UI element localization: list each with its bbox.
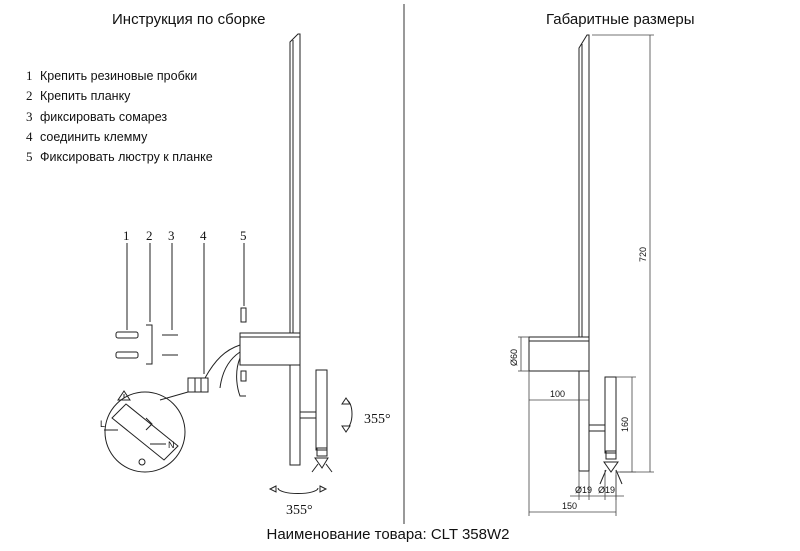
wiring-label-n: N (168, 440, 175, 450)
dim-box-diameter-label: Ø60 (509, 349, 519, 366)
assembly-drawing (104, 33, 353, 495)
dimensions-drawing (518, 34, 654, 516)
wall-plug (115, 331, 139, 339)
assembly-steps: 1 Крепить резиновые пробки 2 Крепить планк… (26, 66, 213, 167)
step-text: Крепить резиновые пробки (40, 69, 198, 83)
step-item: 5 Фиксировать люстру к планке (26, 147, 213, 167)
dim-depth-label: 150 (562, 501, 577, 511)
dim-box-width-label: 100 (550, 389, 565, 399)
step-text: Крепить планку (40, 89, 131, 104)
step-text: соединить клемму (40, 129, 148, 144)
lamp-lower-body (289, 364, 301, 466)
rotation-arrowhead (319, 485, 328, 493)
callout-number: 3 (168, 228, 175, 243)
terminal-block (187, 377, 209, 393)
rotation-arrowhead (341, 425, 351, 433)
step-number: 1 (26, 68, 33, 83)
warning-icon (117, 390, 131, 401)
light-cone (603, 461, 619, 473)
wire (204, 344, 241, 379)
step-number: 4 (26, 128, 33, 144)
callout-number: 4 (200, 228, 207, 243)
step-item: 1 Крепить резиновые пробки (26, 66, 213, 86)
step-number: 3 (26, 108, 33, 124)
wiring-detail-block (111, 403, 179, 461)
step-text: фиксировать сомарез (40, 109, 168, 124)
step-item: 2 Крепить планку (26, 86, 213, 106)
rotation-vertical-label: 355° (364, 412, 391, 427)
fixing-screw (240, 307, 247, 323)
light-ray (325, 463, 333, 473)
mount-box (239, 332, 301, 366)
dim-diameter-label: Ø19 (575, 485, 592, 495)
lamp-lower-body (578, 370, 590, 472)
mounting-plate (146, 324, 153, 365)
callout-number: 1 (123, 228, 130, 243)
spot-lens (605, 450, 617, 460)
assembly-title: Инструкция по сборке (112, 11, 266, 28)
dim-arm-height-label: 160 (620, 417, 630, 432)
rotation-horizontal-label: 355° (286, 503, 313, 518)
rotation-arrowhead (268, 485, 277, 493)
detail-leader (159, 391, 189, 401)
step-text: Фиксировать люстру к планке (40, 150, 213, 165)
dim-height-label: 720 (638, 247, 648, 262)
mount-box (528, 336, 590, 372)
dim-diameter-label: Ø19 (598, 485, 615, 495)
callout-number: 5 (240, 228, 247, 243)
lamp-bar (289, 33, 301, 334)
callout-number: 2 (146, 228, 153, 243)
light-ray (311, 463, 319, 473)
lamp-bar (578, 34, 590, 338)
rotation-arrow-horizontal (277, 487, 319, 495)
wiring-detail-circle (104, 391, 186, 473)
wire (219, 351, 241, 389)
light-cone (314, 457, 329, 469)
step-item: 4 соединить клемму (26, 127, 213, 147)
wiring-arrow-icon (145, 417, 153, 431)
spot-head (315, 369, 328, 451)
dimensions-title: Габаритные размеры (546, 11, 695, 28)
step-item: 3 фиксировать сомарез (26, 107, 213, 127)
spot-head (604, 376, 617, 454)
spot-lens (316, 447, 328, 457)
product-name: Наименование товара: CLT 358W2 (266, 526, 510, 543)
step-number: 2 (26, 88, 33, 104)
rotation-arrowhead (341, 397, 351, 405)
fixing-screw (240, 370, 247, 382)
wiring-label-l: L (100, 419, 105, 429)
step-number: 5 (26, 149, 33, 165)
wall-plug (115, 351, 139, 359)
ground-icon (138, 458, 146, 466)
wire (236, 357, 246, 397)
